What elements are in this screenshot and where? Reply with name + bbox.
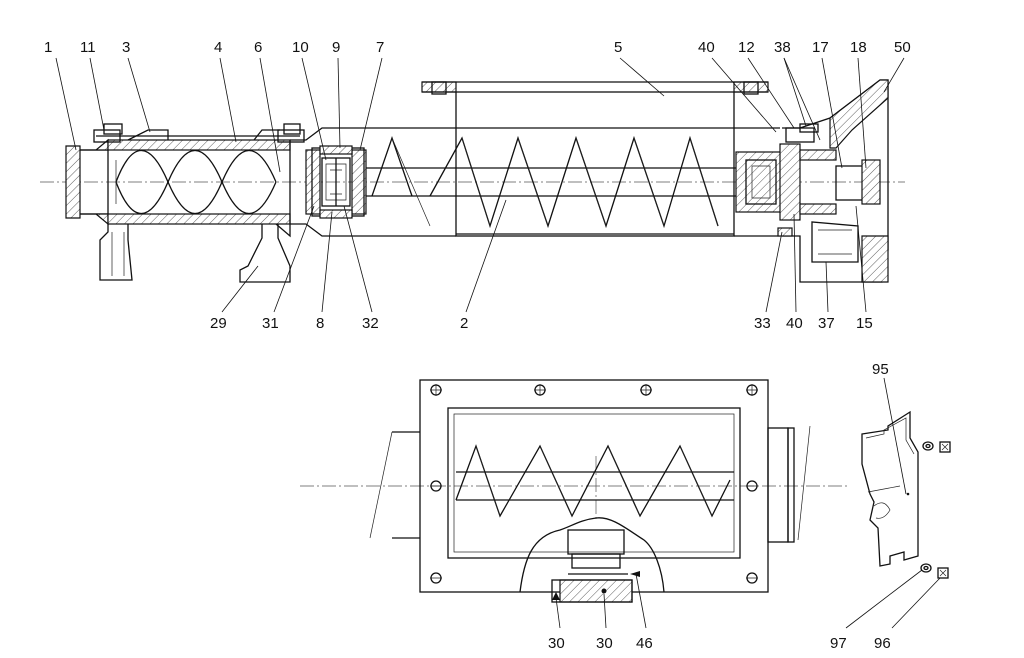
part-label: 29 [210, 315, 227, 332]
drive-end-housing [735, 79, 889, 283]
part-label: 97 [830, 635, 847, 652]
part-label: 30 [548, 635, 565, 652]
part-label: 46 [636, 635, 653, 652]
inlet-flange [65, 138, 133, 281]
part-label: 40 [698, 39, 715, 56]
bolt-holes [430, 384, 758, 584]
part-label: 4 [214, 39, 222, 56]
cutaway-detail [519, 517, 665, 603]
part-labels-bracket: 95 97 96 [830, 361, 891, 652]
tie-bolts [93, 123, 305, 143]
part-label: 40 [786, 315, 803, 332]
screw-plan [455, 444, 734, 518]
part-label: 10 [292, 39, 309, 56]
part-label: 9 [332, 39, 340, 56]
part-label: 18 [850, 39, 867, 56]
part-label: 32 [362, 315, 379, 332]
part-label: 5 [614, 39, 622, 56]
part-label: 2 [460, 315, 468, 332]
washer-and-screw-top [922, 441, 951, 453]
part-label: 17 [812, 39, 829, 56]
stator-tube [107, 139, 291, 225]
part-label: 1 [44, 39, 52, 56]
part-label: 50 [894, 39, 911, 56]
part-label: 30 [596, 635, 613, 652]
coupling-joint [305, 145, 367, 219]
bracket-detail: 95 97 96 [830, 361, 951, 652]
feed-screw [366, 135, 740, 229]
feed-casing [421, 81, 780, 237]
part-label: 6 [254, 39, 262, 56]
part-label: 33 [754, 315, 771, 332]
part-labels-top: 1 11 3 4 6 10 9 7 5 40 12 38 17 18 50 29… [44, 39, 911, 332]
part-label: 95 [872, 361, 889, 378]
part-label: 96 [874, 635, 891, 652]
part-label: 3 [122, 39, 130, 56]
part-label: 7 [376, 39, 384, 56]
part-label: 15 [856, 315, 873, 332]
pump-foot [239, 223, 291, 283]
part-label: 12 [738, 39, 755, 56]
part-label: 11 [80, 39, 96, 56]
hopper-plan-view: 30 30 46 [300, 379, 850, 652]
part-labels-bottom: 30 30 46 [548, 635, 653, 652]
pump-section-view: 1 11 3 4 6 10 9 7 5 40 12 38 17 18 50 29… [40, 39, 911, 332]
part-label: 38 [774, 39, 791, 56]
part-label: 37 [818, 315, 835, 332]
part-label: 8 [316, 315, 324, 332]
washer-and-screw-bottom [920, 563, 949, 579]
leader-lines-top [55, 57, 905, 313]
part-label: 31 [262, 315, 279, 332]
